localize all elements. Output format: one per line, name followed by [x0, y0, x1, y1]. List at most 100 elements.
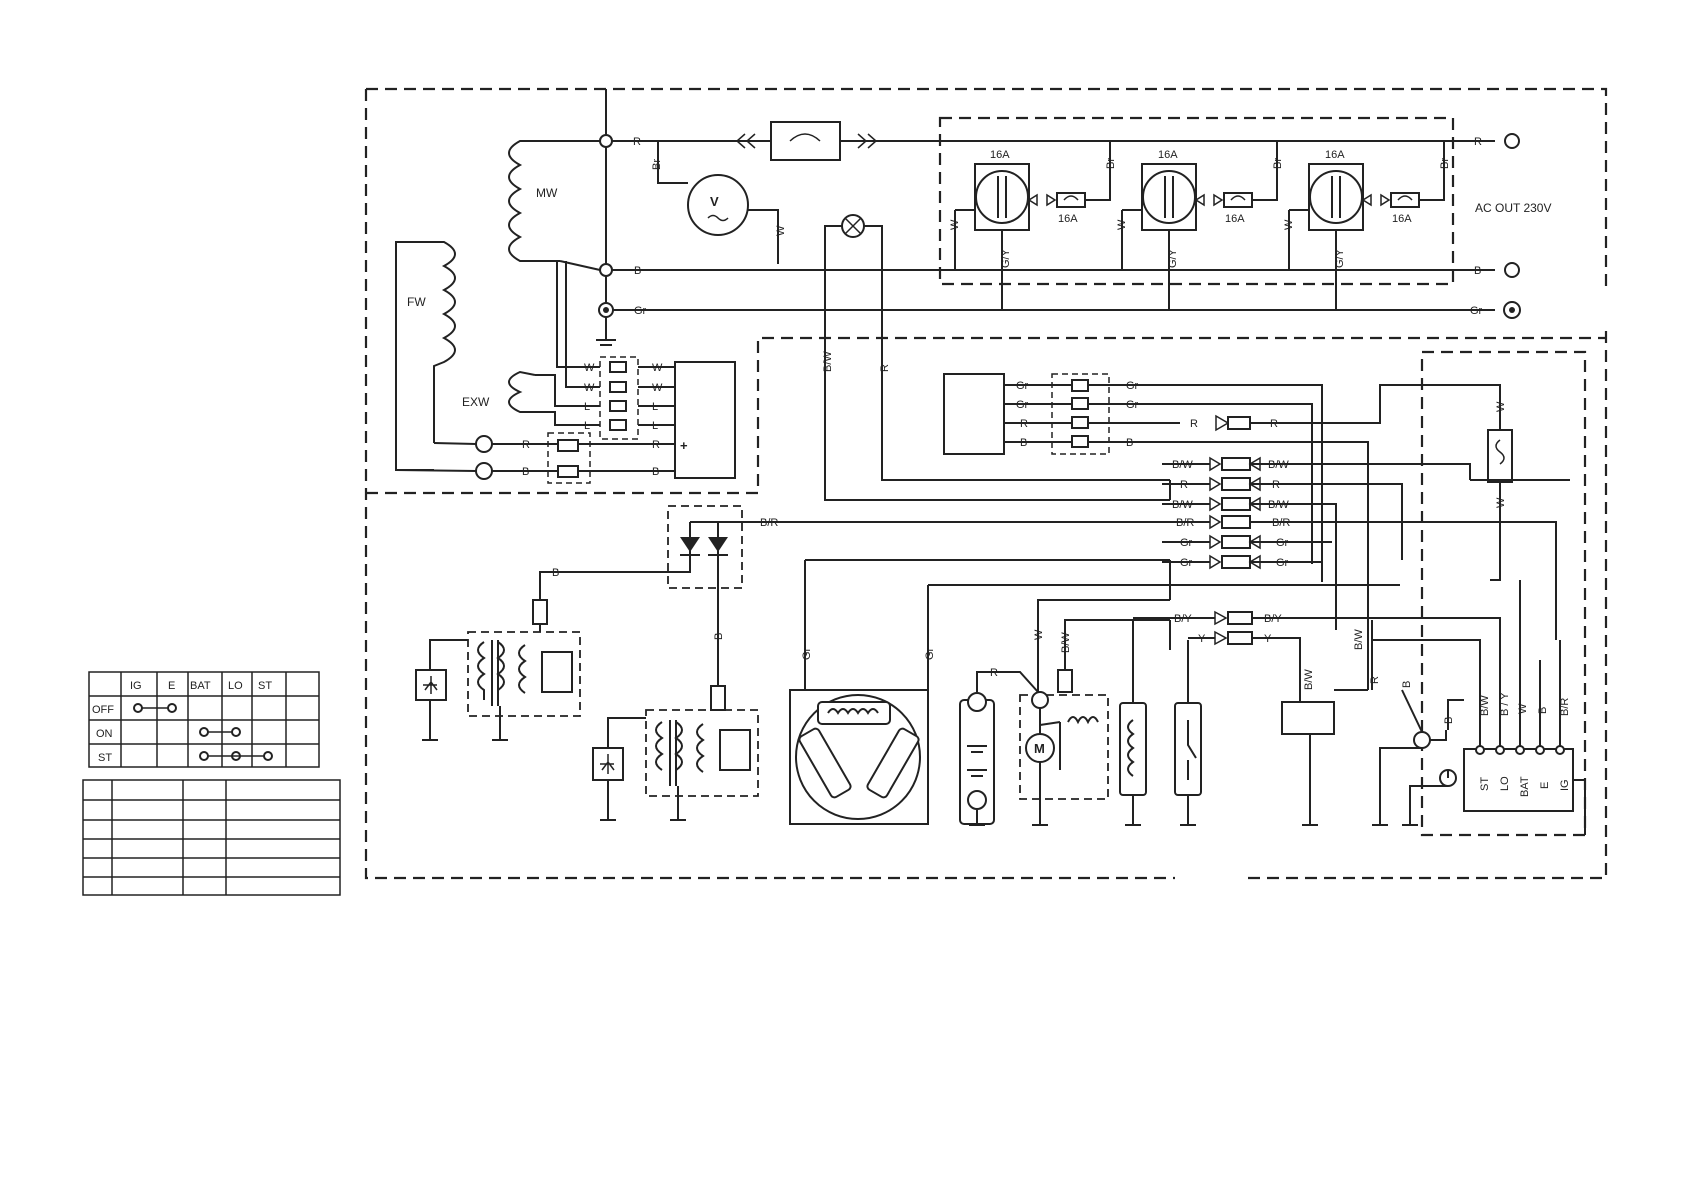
svg-text:L: L [652, 420, 658, 432]
motor-label: M [1034, 741, 1045, 756]
diode-frame [667, 505, 743, 589]
outlet-2: 16A W G/Y [1116, 149, 1197, 310]
svg-text:W: W [1116, 219, 1128, 230]
svg-text:Gr: Gr [1276, 557, 1289, 569]
outlet-1: 16A W G/Y [949, 149, 1030, 310]
svg-text:B: B [713, 633, 725, 640]
svg-text:R: R [522, 439, 530, 451]
stop-switch-terminal-1 [1413, 731, 1431, 749]
svg-text:16A: 16A [1158, 149, 1178, 161]
row-on: ON [96, 728, 113, 740]
svg-text:B: B [522, 466, 529, 478]
wire-b-top: B [634, 265, 641, 277]
avr-unit [674, 361, 736, 479]
svg-text:B: B [552, 567, 559, 579]
svg-text:B/Y: B/Y [1174, 613, 1192, 625]
avr-connector [609, 361, 627, 431]
svg-text:W: W [1517, 703, 1529, 714]
wire-br-volt: Br [651, 159, 663, 170]
svg-text:16A: 16A [1392, 213, 1412, 225]
svg-text:W: W [1495, 401, 1507, 412]
fw-terminal-r [475, 435, 493, 453]
relay-box [1281, 701, 1335, 735]
svg-text:L: L [584, 420, 590, 432]
svg-text:R: R [1272, 479, 1280, 491]
control-unit [943, 373, 1005, 455]
ac-out-label: AC OUT 230V [1475, 201, 1551, 215]
wire-r-out: R [1474, 136, 1482, 148]
svg-text:G/Y: G/Y [1000, 248, 1012, 268]
term-ig: IG [1559, 779, 1571, 791]
svg-text:B: B [1401, 681, 1413, 688]
wire-gr-top: Gr [634, 305, 647, 317]
svg-text:Y: Y [1198, 633, 1206, 645]
svg-text:Br: Br [1272, 158, 1284, 169]
svg-text:B: B [1126, 437, 1133, 449]
mw-label: MW [536, 186, 558, 200]
diode-pair [680, 521, 744, 567]
svg-text:Gr: Gr [924, 647, 936, 660]
col-bat: BAT [190, 680, 211, 692]
ignition-coil-1 [477, 640, 573, 706]
wire-gr-out: Gr [1470, 305, 1483, 317]
ac-out-terminal-r [1504, 133, 1520, 149]
svg-text:G/Y: G/Y [1167, 248, 1179, 268]
breaker-3: 16A Br [1361, 141, 1451, 225]
col-lo: LO [228, 680, 243, 692]
col-st: ST [258, 680, 272, 692]
svg-text:Br: Br [1105, 158, 1117, 169]
oil-switch [1174, 702, 1202, 796]
svg-text:W: W [652, 382, 663, 394]
control-connector [1071, 379, 1089, 448]
svg-text:Gr: Gr [801, 647, 813, 660]
svg-text:B: B [652, 466, 659, 478]
svg-text:16A: 16A [990, 149, 1010, 161]
svg-text:R: R [1190, 418, 1198, 430]
term-lo: LO [1499, 776, 1511, 791]
main-fuse [770, 121, 841, 161]
switch-position-table: IG E BAT LO ST OFF ON ST [88, 671, 320, 768]
svg-text:Y: Y [1264, 633, 1272, 645]
svg-text:B/R: B/R [760, 517, 778, 529]
svg-text:16A: 16A [1225, 213, 1245, 225]
wire-w-volt: W [775, 225, 787, 236]
svg-text:W: W [584, 382, 595, 394]
control-connector-frame [1051, 373, 1110, 455]
row-st: ST [98, 752, 112, 764]
col-e: E [168, 680, 175, 692]
breaker-2: 16A Br [1194, 141, 1284, 225]
svg-text:Gr: Gr [1180, 537, 1193, 549]
svg-text:Gr: Gr [1016, 380, 1029, 392]
ignition-coil-2 [655, 720, 751, 786]
wire-r-lamp: R [879, 364, 891, 372]
outlet-3: 16A W G/Y [1283, 149, 1364, 310]
exw-label: EXW [462, 395, 490, 409]
svg-text:R: R [1180, 479, 1188, 491]
svg-text:W: W [1495, 497, 1507, 508]
term-st: ST [1479, 777, 1491, 791]
svg-text:B/R: B/R [1272, 517, 1290, 529]
svg-text:B/W: B/W [1303, 669, 1315, 690]
svg-text:B/W: B/W [1268, 459, 1289, 471]
row-off: OFF [92, 704, 114, 716]
svg-text:B/W: B/W [1060, 632, 1072, 653]
voltmeter-label: V [710, 194, 719, 209]
svg-text:B/W: B/W [1268, 499, 1289, 511]
svg-text:Gr: Gr [1016, 399, 1029, 411]
generator-frame [366, 336, 1606, 495]
starter-frame [1019, 694, 1109, 800]
svg-text:B/W: B/W [1353, 629, 1365, 650]
term-e: E [1539, 782, 1551, 789]
wire-b-out: B [1474, 265, 1481, 277]
main-winding-coil [508, 140, 560, 262]
ignition-plug-cap-1 [532, 599, 548, 625]
ac-out-terminal-b [1504, 262, 1520, 278]
svg-text:Gr: Gr [1126, 380, 1139, 392]
svg-text:Gr: Gr [1180, 557, 1193, 569]
svg-text:16A: 16A [1058, 213, 1078, 225]
bus-terminal-b [599, 263, 613, 277]
svg-text:R: R [1020, 418, 1028, 430]
starter-relay-terminal [1031, 691, 1049, 709]
svg-text:B/R: B/R [1176, 517, 1194, 529]
harness-connectors [1209, 456, 1261, 570]
